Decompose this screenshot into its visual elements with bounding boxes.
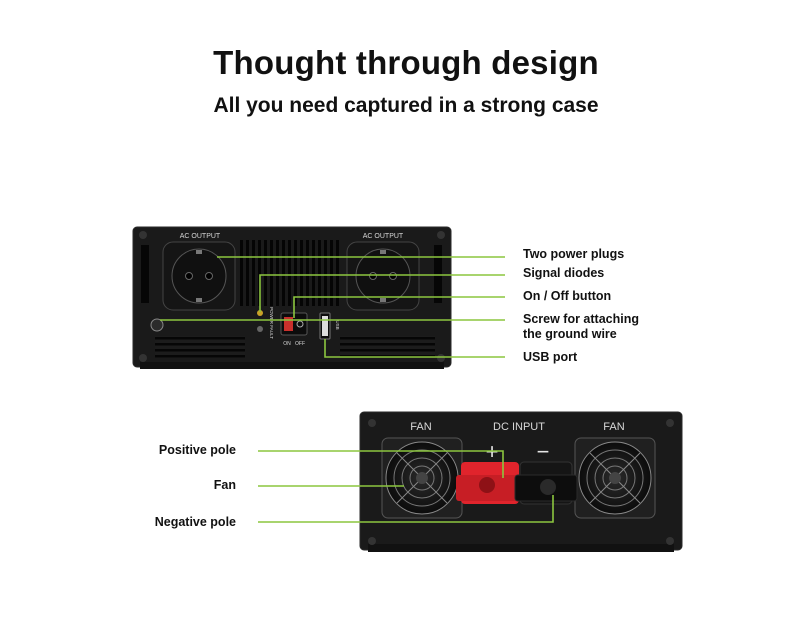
screw-icon: [437, 231, 445, 239]
screw-icon: [139, 354, 147, 362]
screw-icon: [437, 354, 445, 362]
on-off-switch-icon: [280, 312, 308, 336]
callout-negative-pole: Negative pole: [154, 515, 236, 529]
ground-screw-icon: [150, 318, 164, 332]
usb-port-icon: [319, 312, 331, 340]
ac-output-label-left: AC OUTPUT: [180, 233, 221, 240]
dc-input-label: DC INPUT: [493, 421, 545, 433]
ac-output-label-right: AC OUTPUT: [363, 233, 404, 240]
callout-fan: Fan: [213, 478, 236, 492]
fan-left-icon: [381, 437, 463, 519]
negative-terminal-icon: [514, 461, 578, 505]
fan-left-label: FAN: [410, 421, 431, 433]
power-diode-icon: [257, 310, 263, 316]
front-callout-lines: [160, 256, 505, 358]
callout-positive-pole: Positive pole: [158, 443, 236, 457]
callout-ground-screw-line2: the ground wire: [523, 327, 617, 341]
screw-icon: [139, 231, 147, 239]
fan-right-icon: [574, 437, 656, 519]
ac-socket-left-icon: [162, 241, 236, 311]
back-callout-lines: [258, 450, 554, 523]
usb-label: USB: [335, 320, 340, 329]
screw-icon: [666, 419, 674, 427]
fan-right-label: FAN: [603, 421, 624, 433]
screw-icon: [368, 537, 376, 545]
callout-ground-screw-line1: Screw for attaching: [523, 312, 639, 326]
switch-on-label: ON: [283, 341, 291, 347]
back-panel: FAN DC INPUT FAN + −: [359, 411, 683, 552]
front-panel: AC OUTPUT AC OUTPUT POWER FAULT O: [132, 226, 452, 369]
page-subtitle: All you need captured in a strong case: [213, 94, 599, 117]
switch-off-label: OFF: [295, 341, 305, 347]
callout-signal-diodes: Signal diodes: [523, 266, 605, 280]
positive-terminal-icon: [456, 462, 524, 504]
callout-on-off-button: On / Off button: [523, 289, 612, 303]
minus-sign-label: −: [537, 439, 550, 464]
callout-usb-port: USB port: [523, 350, 578, 364]
fault-diode-icon: [257, 326, 263, 332]
screw-icon: [368, 419, 376, 427]
power-fault-label: POWER FAULT: [269, 307, 274, 339]
screw-icon: [666, 537, 674, 545]
callout-power-plugs: Two power plugs: [523, 247, 625, 261]
ac-socket-right-icon: [346, 241, 420, 311]
page-title: Thought through design: [213, 44, 599, 81]
